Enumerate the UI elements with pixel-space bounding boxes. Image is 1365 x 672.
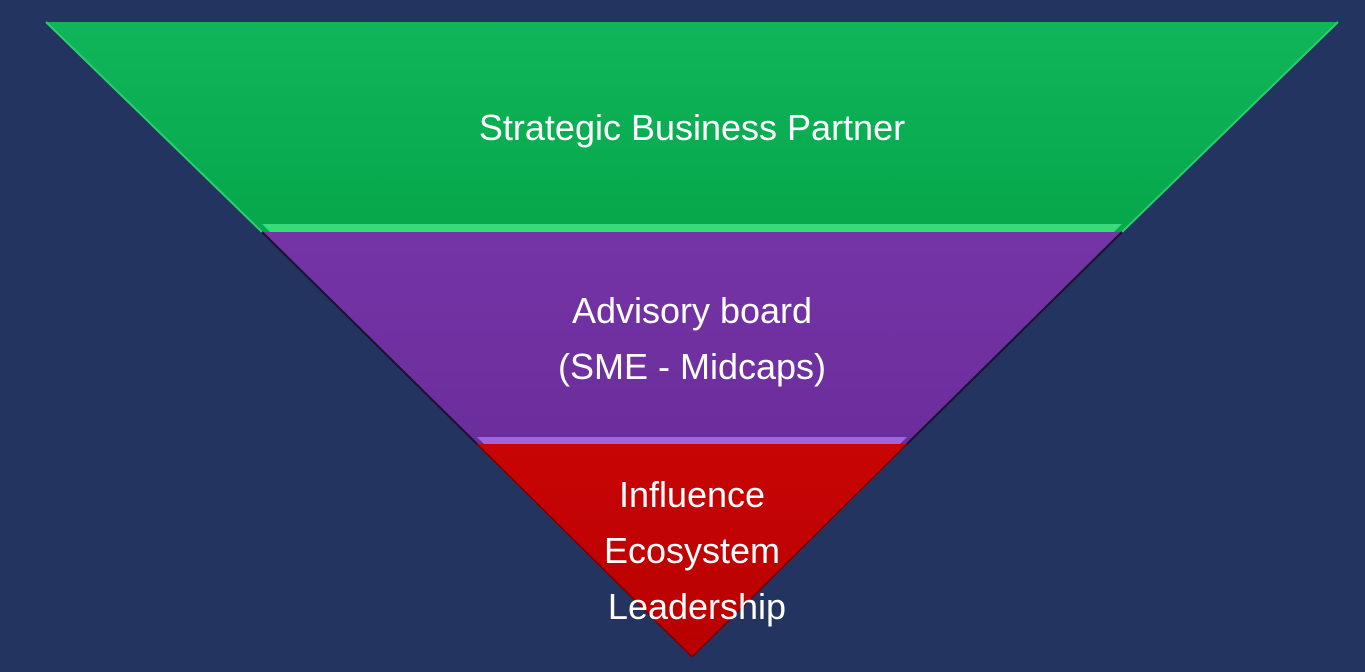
- tier-bottom-label-line-2: Ecosystem: [604, 530, 780, 571]
- tier-bottom-label-line-3: Leadership: [608, 586, 786, 627]
- tier-middle-label-line-1: Advisory board: [572, 290, 812, 331]
- tier-top-right-edge: [1121, 21, 1339, 233]
- tier-middle-right-edge: [906, 231, 1123, 445]
- tier-top-shape: [46, 22, 1338, 232]
- tier-top-bevel: [262, 224, 1122, 232]
- tier-middle-bevel: [477, 437, 907, 444]
- funnel-tier-middle: Advisory board (SME - Midcaps): [261, 231, 1123, 445]
- funnel-tier-bottom: Influence Ecosystem Leadership: [476, 443, 908, 658]
- tier-bottom-right-edge: [691, 443, 908, 658]
- tier-top-left-edge: [45, 21, 263, 233]
- tier-bottom-label-line-1: Influence: [619, 474, 765, 515]
- tier-top-label: Strategic Business Partner: [479, 107, 905, 148]
- tier-middle-shape: [262, 232, 1122, 444]
- tier-bottom-left-edge: [476, 443, 693, 658]
- tier-middle-label-line-2: (SME - Midcaps): [558, 346, 826, 387]
- tier-bottom-shape: [477, 444, 907, 657]
- funnel-tier-top: Strategic Business Partner: [45, 21, 1339, 233]
- tier-middle-left-edge: [261, 231, 478, 445]
